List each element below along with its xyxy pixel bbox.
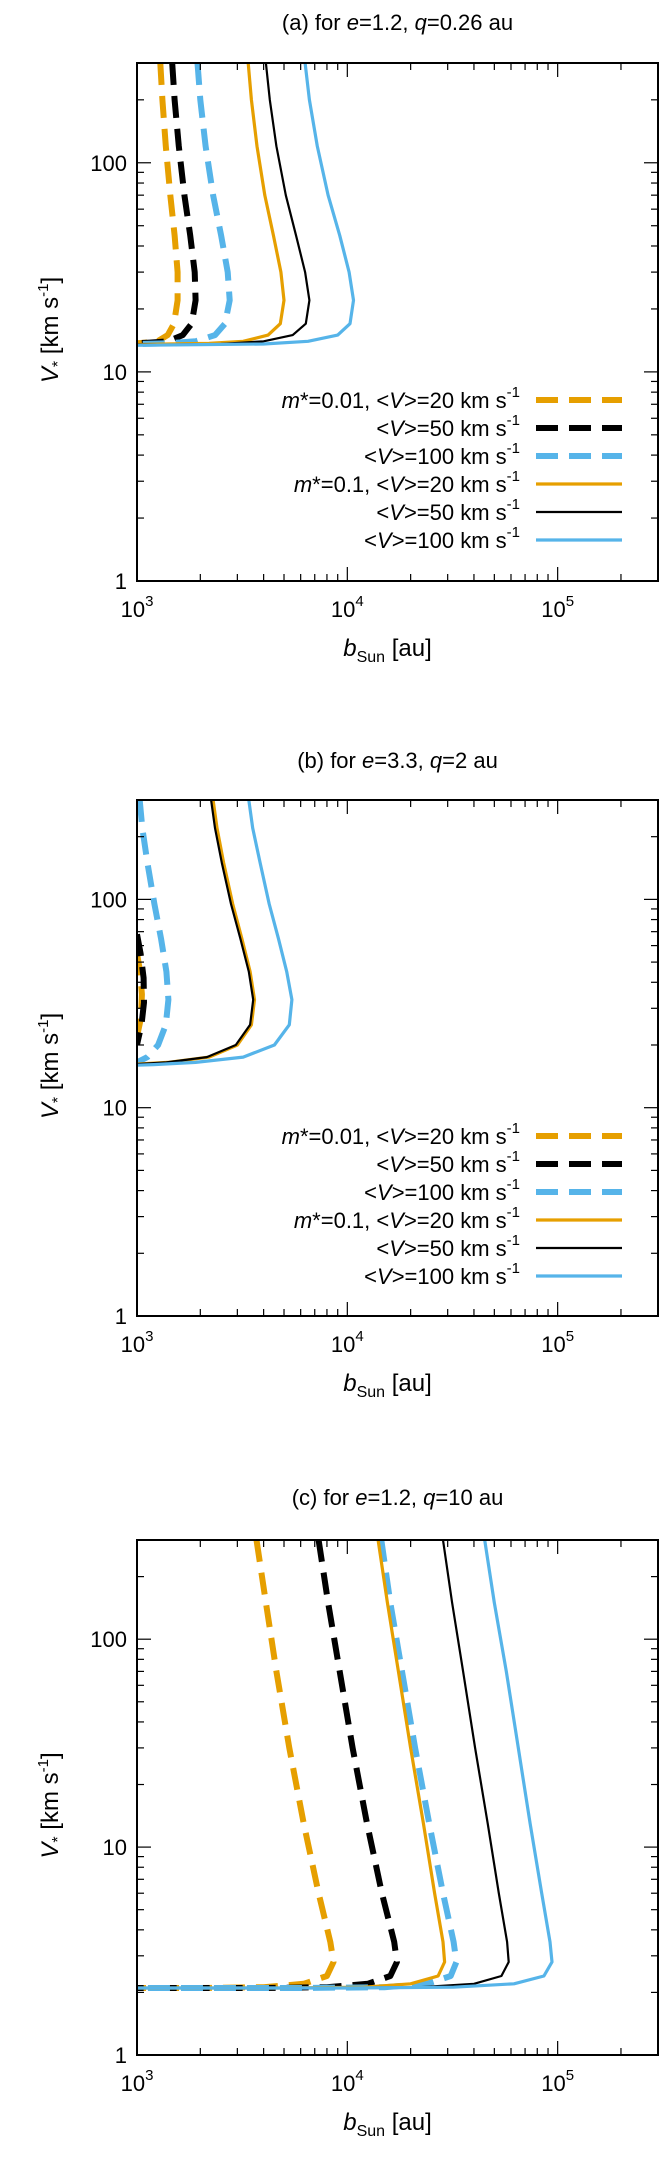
x-tick-label: 104 — [331, 2067, 364, 2096]
y-tick-label: 100 — [90, 151, 127, 176]
chart-panel-2: (b) for e=3.3, q=2 au 103 104 105 1 10 100 bSun… — [35, 748, 659, 1401]
series-line-3 — [137, 1540, 460, 1991]
axis-ticks — [136, 62, 659, 582]
series-line-1 — [137, 63, 181, 347]
series-line-3 — [137, 63, 233, 347]
plot-frame — [136, 1539, 659, 2056]
legend-label: m*=0.1, <V>=20 km s-1 — [294, 468, 520, 497]
legend-label: <V>=100 km s-1 — [364, 524, 520, 553]
y-tick-label: 100 — [90, 887, 127, 912]
y-tick-label: 1 — [115, 569, 127, 594]
y-tick-label: 1 — [115, 1304, 127, 1329]
series-group — [137, 800, 294, 1067]
legend-label: <V>=50 km s-1 — [376, 1148, 520, 1177]
x-axis-label: bSun [au] — [343, 2109, 432, 2140]
legend-label: <V>=50 km s-1 — [376, 1232, 520, 1261]
axis-ticks — [136, 1539, 659, 2056]
series-line-5 — [137, 800, 255, 1066]
chart-title: (a) for e=1.2, q=0.26 au — [282, 10, 513, 35]
legend-label: <V>=100 km s-1 — [364, 1260, 520, 1289]
x-tick-label: 104 — [331, 1328, 364, 1357]
series-line-1 — [137, 1540, 337, 1991]
y-tick-label: 10 — [103, 1835, 127, 1860]
series-group — [137, 1540, 554, 1991]
chart-legend: m*=0.01, <V>=20 km s-1<V>=50 km s-1<V>=1… — [282, 384, 622, 553]
legend-label: <V>=50 km s-1 — [376, 412, 520, 441]
x-tick-label: 104 — [331, 593, 364, 622]
x-tick-label: 105 — [541, 2067, 574, 2096]
series-line-6 — [137, 800, 294, 1067]
chart-title: (c) for e=1.2, q=10 au — [292, 1485, 504, 1510]
y-tick-label: 10 — [103, 360, 127, 385]
legend-label: <V>=100 km s-1 — [364, 1176, 520, 1205]
series-line-3 — [137, 800, 172, 1066]
chart-legend: m*=0.01, <V>=20 km s-1<V>=50 km s-1<V>=1… — [282, 1120, 622, 1289]
series-line-4 — [137, 800, 257, 1066]
series-line-4 — [137, 1540, 447, 1990]
chart-panel-1: (a) for e=1.2, q=0.26 au 103 104 105 1 10 100 b… — [35, 10, 659, 666]
series-line-5 — [137, 1540, 510, 1990]
legend-label: m*=0.01, <V>=20 km s-1 — [282, 1120, 520, 1149]
series-line-4 — [137, 63, 286, 347]
x-axis-label: bSun [au] — [343, 635, 432, 666]
x-tick-label: 103 — [121, 593, 154, 622]
series-group — [137, 63, 356, 347]
x-tick-label: 105 — [541, 593, 574, 622]
chart-title: (b) for e=3.3, q=2 au — [297, 748, 498, 773]
y-axis-label: V* [km s-1] — [35, 277, 67, 383]
x-tick-label: 103 — [121, 1328, 154, 1357]
series-line-6 — [137, 1540, 554, 1990]
legend-label: m*=0.1, <V>=20 km s-1 — [294, 1204, 520, 1233]
y-tick-label: 100 — [90, 1627, 127, 1652]
legend-label: m*=0.01, <V>=20 km s-1 — [282, 384, 520, 413]
y-axis-label: V* [km s-1] — [35, 1013, 67, 1119]
series-line-6 — [137, 63, 356, 347]
chart-panel-3: (c) for e=1.2, q=10 au 103 104 105 1 10 100 bSu… — [35, 1485, 659, 2140]
x-axis-label: bSun [au] — [343, 1370, 432, 1401]
y-axis-label: V* [km s-1] — [35, 1752, 67, 1858]
plot-frame — [136, 62, 659, 582]
plot-frame — [136, 799, 659, 1317]
x-tick-label: 105 — [541, 1328, 574, 1357]
y-tick-label: 10 — [103, 1096, 127, 1121]
legend-label: <V>=100 km s-1 — [364, 440, 520, 469]
legend-label: <V>=50 km s-1 — [376, 496, 520, 525]
series-line-2 — [137, 63, 199, 347]
x-tick-label: 103 — [121, 2067, 154, 2096]
y-tick-label: 1 — [115, 2043, 127, 2068]
